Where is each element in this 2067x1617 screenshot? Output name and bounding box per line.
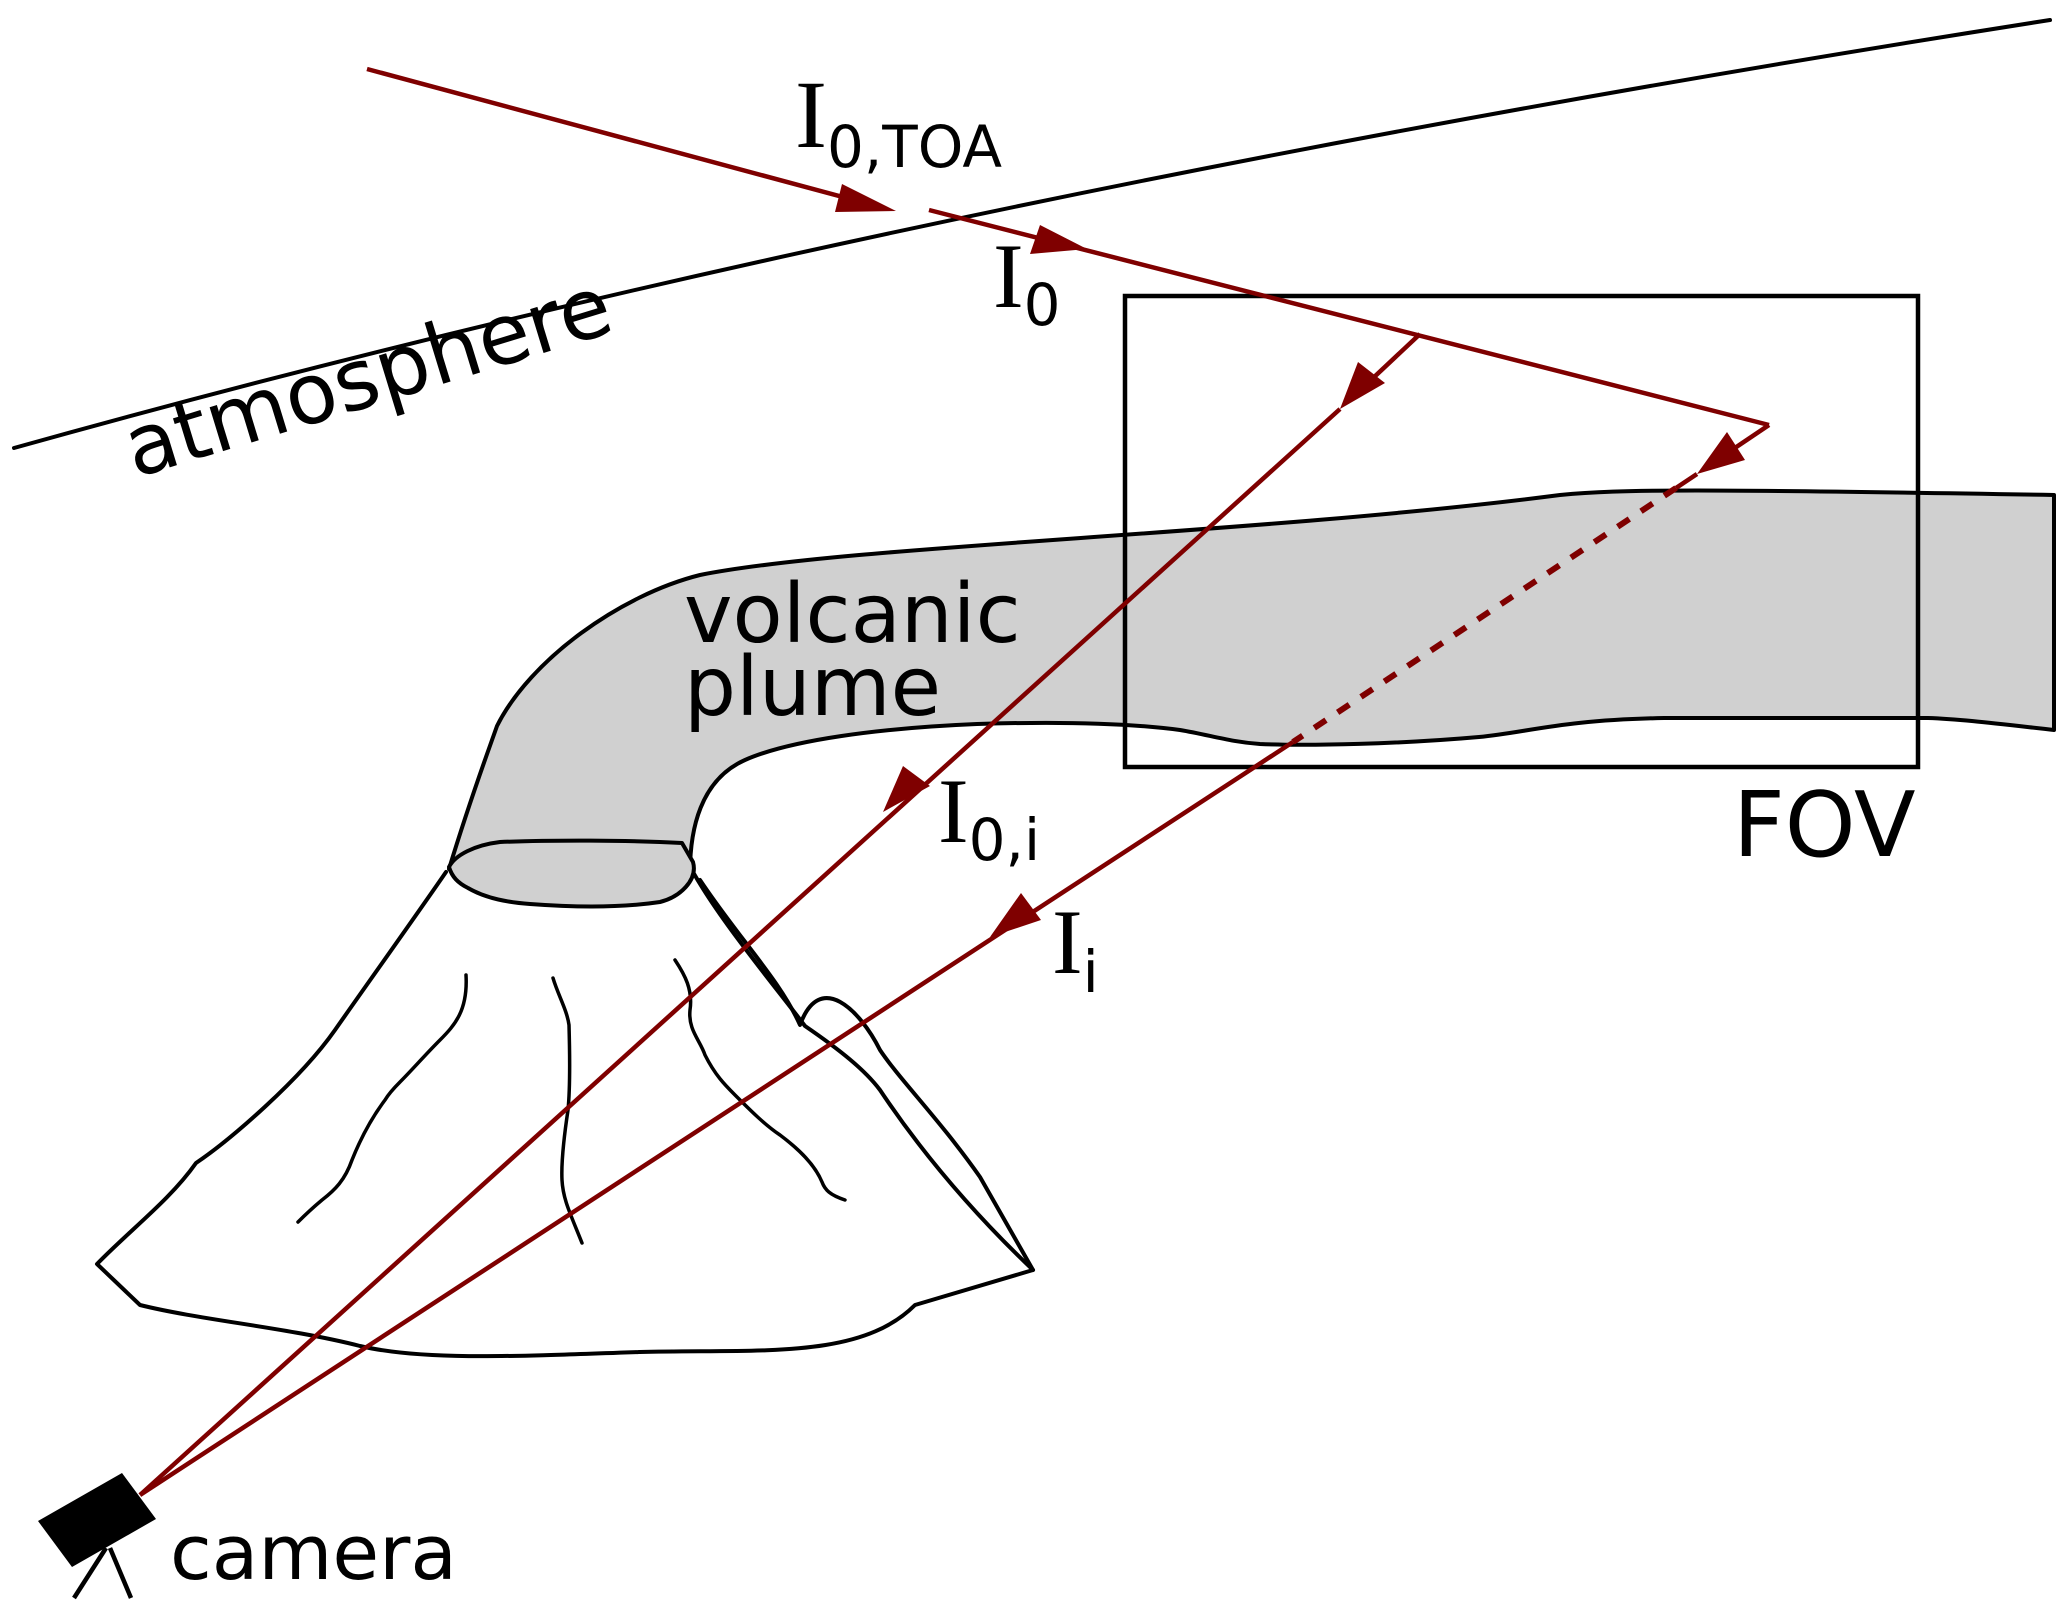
camera-on-tripod-icon: [38, 1473, 156, 1600]
label-ii: Ii: [1052, 891, 1099, 1006]
ray-background: [138, 407, 1342, 1497]
ray-plume: [138, 740, 1295, 1497]
fov-label: FOV: [1733, 773, 1916, 878]
ray-toa: [366, 66, 881, 210]
arrowhead-icon: [1030, 225, 1087, 254]
camera-body: [38, 1473, 156, 1567]
volcano-crack-1: [296, 973, 468, 1224]
fov-rectangle: [1122, 293, 1921, 770]
atmosphere-boundary: [12, 18, 2052, 450]
volcano-outline: [95, 870, 1035, 1359]
crater-rim: [447, 838, 696, 909]
label-i0: I0: [993, 225, 1061, 339]
camera-label: camera: [170, 1508, 457, 1597]
volcano: [95, 838, 1035, 1359]
tripod-leg-right: [107, 1547, 134, 1599]
arrowhead-icon: [1340, 362, 1385, 409]
ray-plume-top: [1674, 472, 1699, 490]
arrowhead-icon: [990, 893, 1041, 937]
volcano-right-flank: [691, 870, 1035, 1272]
volcanic-plume: [447, 488, 2056, 874]
label-i0-i: I0,i: [938, 760, 1040, 874]
arrowhead-icon: [883, 766, 930, 812]
light-rays: [138, 66, 1771, 1497]
tripod-leg-left: [72, 1546, 108, 1600]
plume-label-line1: volcanic: [684, 567, 1021, 662]
volcano-crack-3: [673, 958, 847, 1202]
atmosphere-label: atmosphere: [112, 256, 623, 497]
arrowhead-icon: [835, 184, 896, 212]
label-i0-toa: I0,TOA: [795, 61, 1002, 181]
arrowhead-icon: [1697, 432, 1745, 474]
ray-plume-inside: [1291, 485, 1678, 745]
plume-label-line2: plume: [684, 640, 941, 735]
